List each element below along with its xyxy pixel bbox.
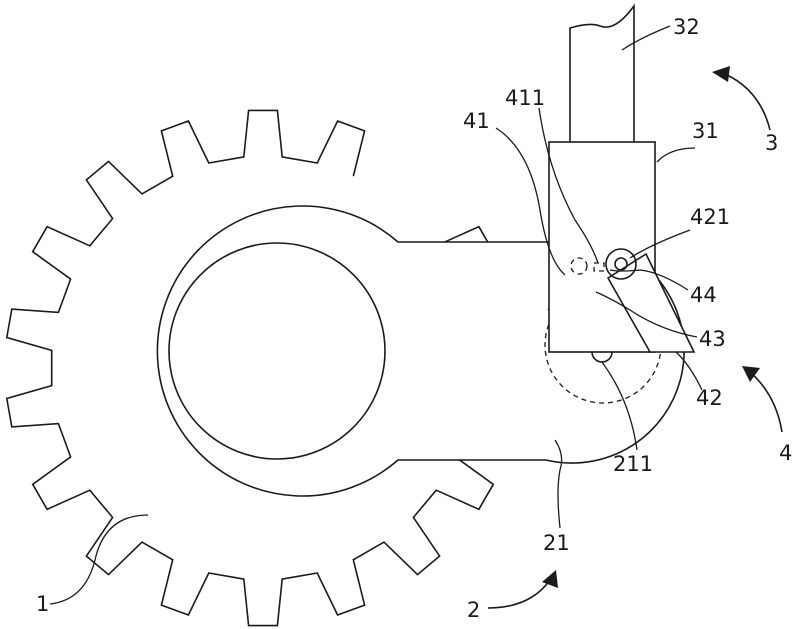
label-411: 411 (505, 86, 545, 110)
label-421: 421 (690, 205, 730, 229)
rod-32 (570, 6, 634, 142)
arrow-3 (725, 74, 770, 130)
label-211: 211 (613, 452, 653, 476)
arrow-3-head (712, 66, 730, 82)
label-3: 3 (765, 131, 778, 155)
arrow-2 (488, 580, 550, 608)
label-21: 21 (543, 531, 570, 555)
label-41: 41 (463, 109, 490, 133)
arrow-4 (750, 372, 782, 432)
label-31: 31 (692, 119, 719, 143)
label-32: 32 (673, 15, 700, 39)
leader-1 (50, 515, 148, 604)
label-43: 43 (699, 327, 726, 351)
label-2: 2 (467, 598, 480, 622)
leader-31 (657, 148, 695, 162)
leader-32 (622, 26, 670, 50)
label-1: 1 (36, 592, 49, 616)
label-44: 44 (690, 283, 717, 307)
arrow-2-head (542, 570, 558, 588)
label-4: 4 (779, 441, 792, 465)
label-42: 42 (696, 386, 723, 410)
